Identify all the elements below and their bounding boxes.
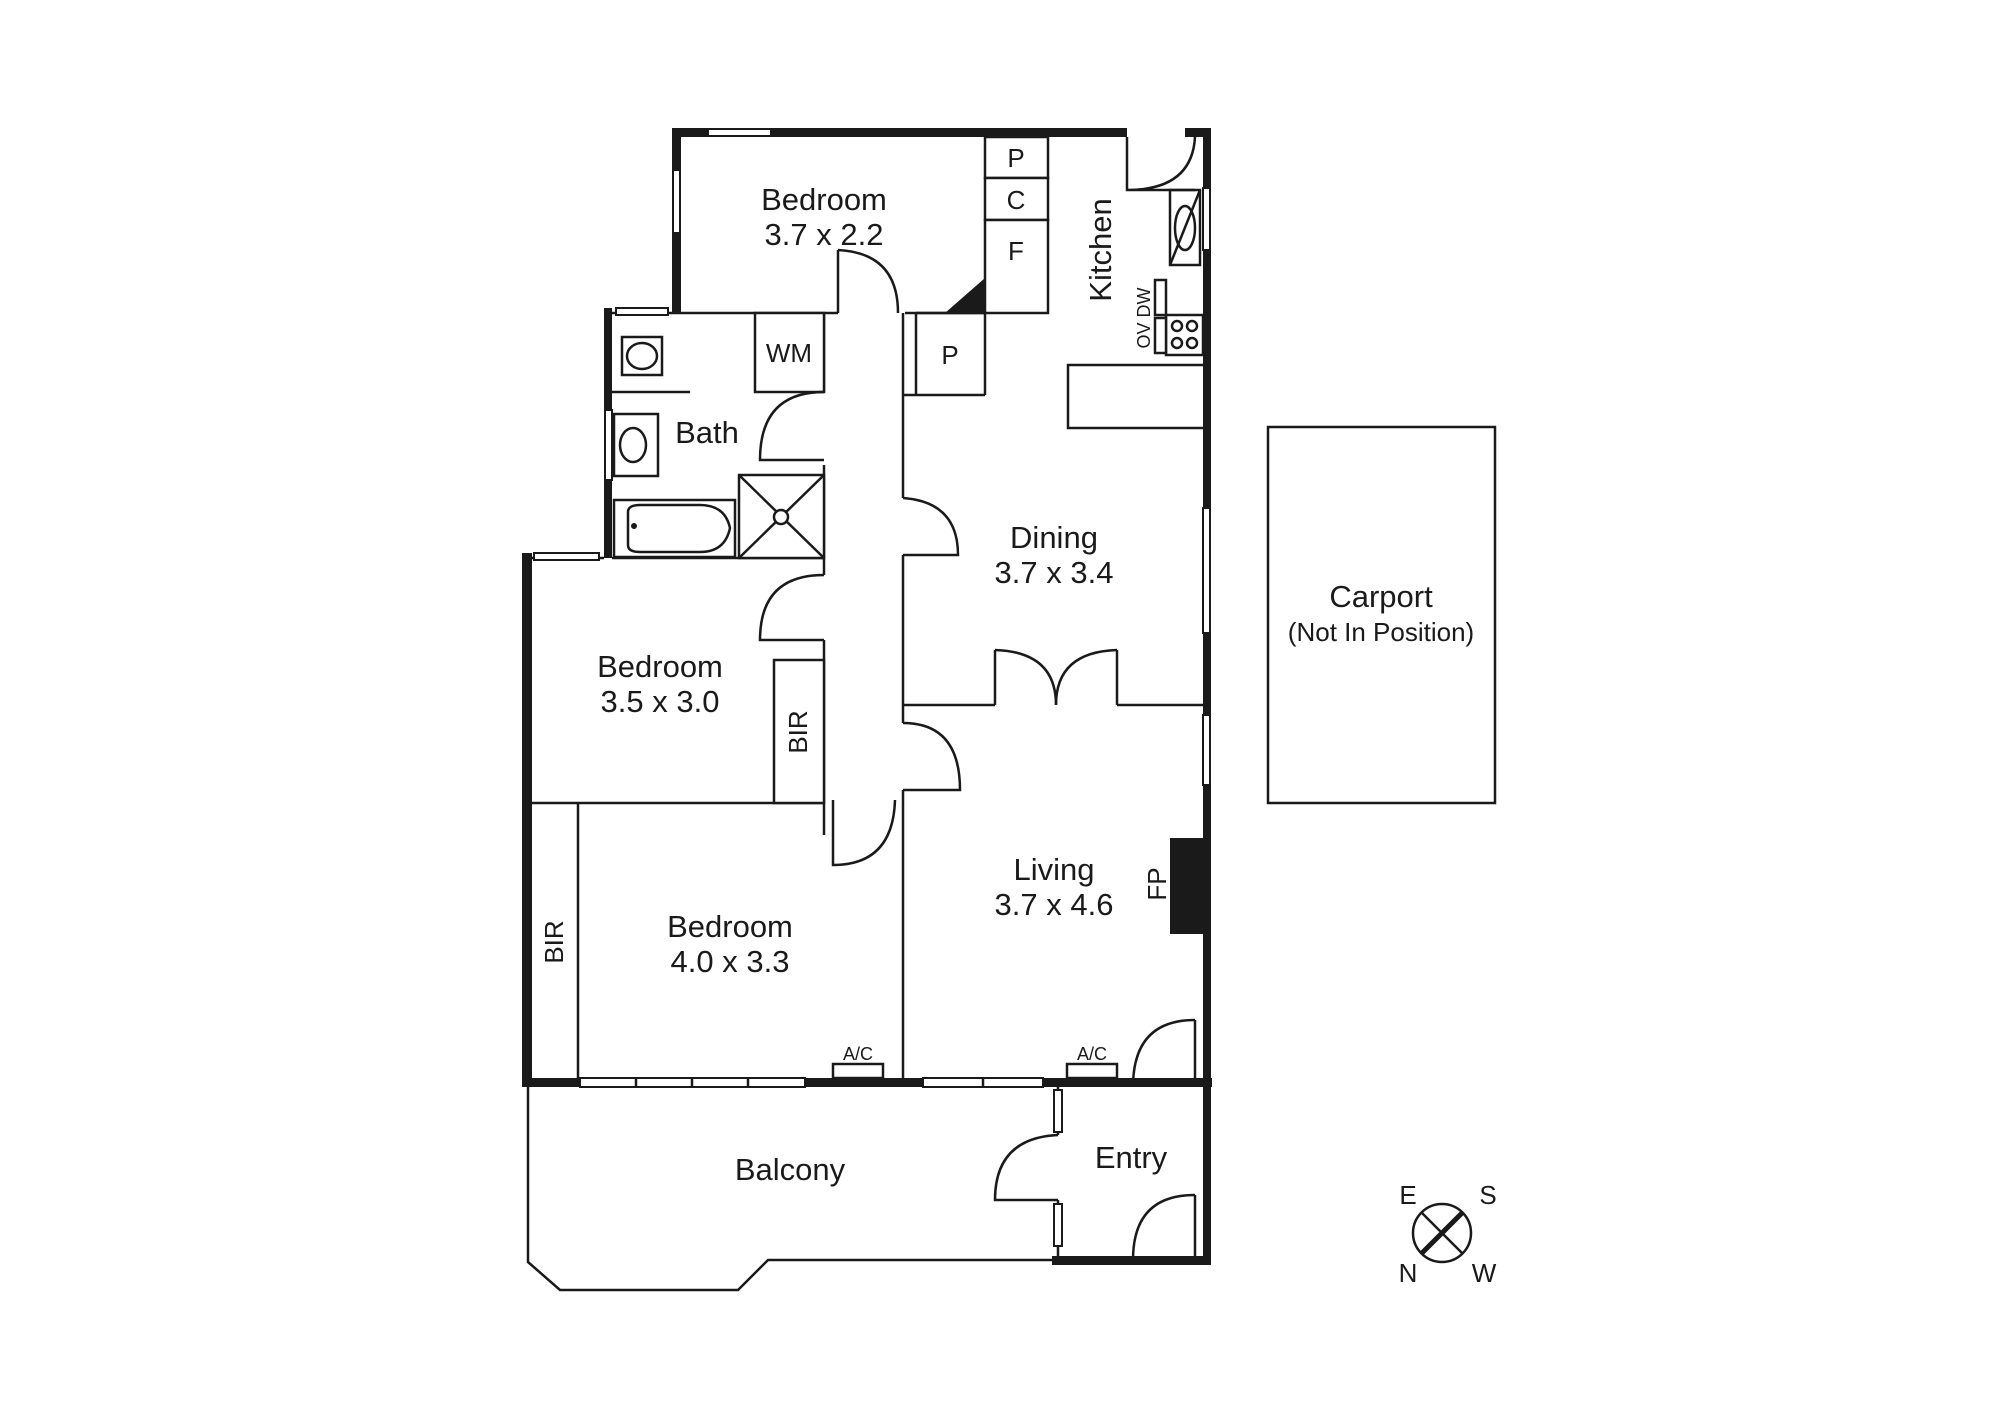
fireplace-label: FP [1142, 867, 1172, 900]
carport-outline [1266, 425, 1497, 805]
oven-dishwasher-label: OV DW [1134, 287, 1154, 348]
bedroom3-name: Bedroom [667, 909, 793, 944]
pantry-top-label: P [1007, 143, 1024, 173]
dining-name: Dining [1010, 520, 1098, 555]
kitchen-name: Kitchen [1083, 198, 1118, 301]
living-name: Living [1014, 852, 1095, 887]
fridge-label: F [1008, 236, 1024, 266]
bedroom2-size: 3.5 x 3.0 [601, 684, 720, 719]
balcony-name: Balcony [735, 1152, 846, 1187]
bir-bedroom2-label: BIR [783, 710, 813, 753]
dining-size: 3.7 x 3.4 [995, 555, 1114, 590]
room-labels: Bedroom 3.7 x 2.2 Bath Kitchen Dining 3.… [597, 182, 1474, 1187]
fixture-labels: P C F P WM BIR BIR OV DW FP A/C A/C [539, 143, 1172, 1064]
living-size: 3.7 x 4.6 [995, 887, 1114, 922]
balcony-outline [526, 1087, 1058, 1292]
washing-machine-label: WM [766, 338, 812, 368]
bir-bedroom3-label: BIR [539, 920, 569, 963]
carport-name: Carport [1329, 579, 1433, 614]
ac-bedroom-label: A/C [843, 1044, 873, 1064]
entry-name: Entry [1095, 1140, 1168, 1175]
cupboard-label: C [1007, 185, 1026, 215]
bedroom3-size: 4.0 x 3.3 [671, 944, 790, 979]
bedroom1-name: Bedroom [761, 182, 887, 217]
compass-south-label: S [1479, 1180, 1496, 1210]
interior-walls [532, 135, 1205, 1260]
bedroom2-name: Bedroom [597, 649, 723, 684]
compass-east-label: E [1399, 1180, 1416, 1210]
pantry-hall-label: P [941, 340, 958, 370]
bedroom1-size: 3.7 x 2.2 [765, 217, 884, 252]
compass-west-label: W [1472, 1258, 1497, 1288]
door-swings [758, 136, 1197, 1261]
compass-north-label: N [1399, 1258, 1418, 1288]
compass: E S N W [1399, 1180, 1497, 1288]
bath-name: Bath [675, 415, 739, 450]
carport-note: (Not In Position) [1288, 617, 1474, 647]
windows [533, 128, 1211, 1247]
ac-living-label: A/C [1077, 1044, 1107, 1064]
